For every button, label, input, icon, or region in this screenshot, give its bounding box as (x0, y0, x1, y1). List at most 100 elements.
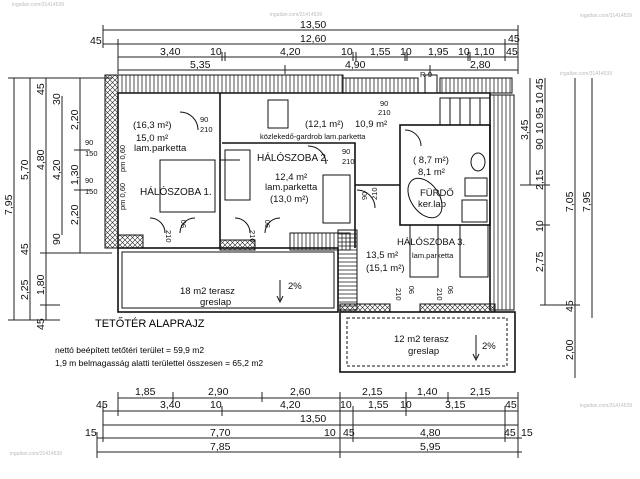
label: 210 (378, 108, 391, 117)
terrace-1-label: 18 m2 terasz (180, 286, 235, 297)
label: lam.parketta (134, 143, 187, 154)
bed (409, 224, 439, 278)
label: 10 (458, 46, 470, 58)
label: 150 (85, 149, 98, 158)
label: 45 (96, 399, 108, 411)
label: 2,15 (362, 386, 383, 398)
label: 1,85 (135, 386, 156, 398)
label: 90 (446, 286, 455, 294)
shower (464, 177, 488, 197)
label: 45 (534, 78, 546, 90)
bathtub (407, 177, 443, 219)
label: greslap (200, 297, 231, 308)
label: 10 (400, 46, 412, 58)
chimney-label: R-9 (420, 70, 432, 79)
label: 90 (51, 233, 63, 245)
label: 210 (200, 125, 213, 134)
watermarks: ingatlan.com/31414539 ingatlan.com/31414… (10, 2, 632, 457)
label: (15,1 m²) (366, 263, 405, 274)
terrace-2-label: 12 m2 terasz (394, 334, 449, 345)
label: 45 (35, 318, 47, 330)
room-name-bedroom3: HÁLÓSZOBA 3. (397, 237, 465, 248)
plan-title: TETŐTÉR ALAPRAJZ (95, 316, 205, 330)
bed (322, 174, 351, 224)
label: 10 (340, 399, 352, 411)
label: 1,80 (35, 274, 47, 295)
label: 90 (342, 147, 350, 156)
label: 90 (85, 176, 93, 185)
bottom-dimensions: 1,85 2,90 2,60 2,15 1,40 2,15 45 3,40 10… (85, 386, 533, 458)
attic-stair (267, 99, 289, 129)
label: (12,1 m²) (305, 119, 344, 130)
label: 4,80 (420, 427, 441, 439)
label: 10 (534, 220, 546, 232)
label: ingatlan.com/31414539 (580, 13, 632, 19)
right-dimensions: 3,45 45 10 95 10 90 2,15 7,05 7,95 10 2,… (519, 78, 593, 378)
label: 4,20 (51, 159, 63, 180)
label: 210 (394, 288, 403, 301)
sink (461, 199, 488, 223)
label: 90 (85, 138, 93, 147)
label: 4,20 (280, 399, 301, 411)
label: 5,95 (420, 441, 441, 453)
label: 3,45 (519, 119, 531, 140)
label: 2,60 (290, 386, 311, 398)
label: 7,70 (210, 427, 231, 439)
label: 95 (534, 107, 546, 119)
label: ingatlan.com/31414539 (580, 403, 632, 409)
label: ingatlan.com/31414539 (12, 2, 64, 8)
slope-arrow-icon (276, 280, 284, 304)
label: 1,55 (370, 46, 391, 58)
label: 7,95 (581, 191, 593, 212)
label: 10 (341, 46, 353, 58)
building-walls: R-9 (104, 70, 516, 373)
total-area-text: 1,9 m belmagasság alatti területtel össz… (55, 358, 263, 368)
label: 2% (482, 341, 496, 352)
label: 45 (564, 300, 576, 312)
label: 3,40 (160, 46, 181, 58)
label: 45 (504, 427, 516, 439)
label: 7,85 (210, 441, 231, 453)
label: 150 (85, 187, 98, 196)
label: 210 (370, 187, 379, 200)
dim-total-width: 13,50 (300, 19, 326, 31)
left-dimensions: 7,95 5,70 4,80 4,20 2,20 1,30 2,20 45 30… (3, 77, 112, 330)
label: 2,20 (69, 204, 81, 225)
label: lam.parketta (412, 251, 454, 260)
label: 210 (435, 288, 444, 301)
label: 1,95 (428, 46, 449, 58)
label: 10 (534, 122, 546, 134)
bed (159, 159, 216, 213)
label: 5,70 (19, 159, 31, 180)
label: 210 (248, 230, 257, 243)
label: 10 (534, 92, 546, 104)
label: 45 (508, 33, 520, 45)
label: 210 (342, 157, 355, 166)
bed (224, 149, 251, 201)
label: 4,20 (280, 46, 301, 58)
label: 90 (179, 220, 188, 228)
label: 90 (360, 192, 369, 200)
net-area-text: nettó beépített tetőtéri terület = 59,9 … (55, 345, 204, 355)
label: 2,00 (564, 339, 576, 360)
slope-arrow-icon (472, 335, 480, 362)
label: 2,25 (19, 279, 31, 300)
label: 8,1 m² (418, 167, 445, 178)
label: 45 (90, 35, 102, 47)
label: 13,5 m² (366, 250, 398, 261)
label: (16,3 m²) (133, 120, 172, 131)
label: 90 (263, 220, 272, 228)
label: greslap (408, 346, 439, 357)
label: 1,55 (368, 399, 389, 411)
label: 12,4 m² (275, 172, 307, 183)
label: 10,9 m² (355, 119, 387, 130)
label: 3,15 (445, 399, 466, 411)
label: 90 (407, 286, 416, 294)
top-dimensions: 13,50 45 12,60 45 3,40 10 4,20 10 1,55 1… (90, 19, 520, 74)
label: ker.lap (418, 199, 446, 210)
room-name-bathroom: FÜRDŐ (420, 188, 454, 199)
label: 45 (506, 46, 518, 58)
label: 2,75 (534, 251, 546, 272)
label: 2,80 (470, 59, 491, 71)
